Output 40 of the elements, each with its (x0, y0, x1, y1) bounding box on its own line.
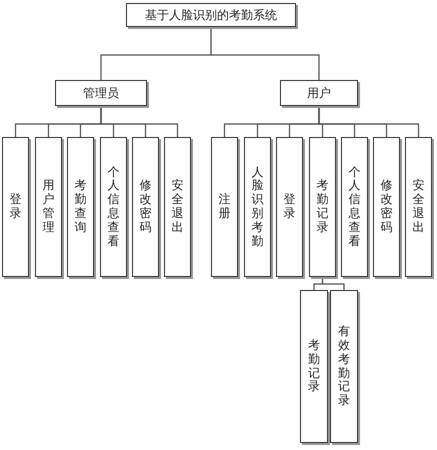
node-label: 安全退出 (172, 179, 184, 235)
node-label: 修改密码 (380, 179, 392, 235)
node-label: 登录 (284, 193, 296, 221)
function-box (164, 137, 191, 277)
connector-line (318, 106, 420, 137)
function-box (300, 290, 328, 443)
function-box (211, 137, 238, 277)
function-box (2, 137, 29, 277)
node-label: 注册 (218, 193, 230, 221)
node-label: 安全退出 (412, 179, 424, 235)
function-box (132, 137, 159, 277)
function-box (276, 137, 303, 277)
module-box (280, 80, 358, 106)
connector-line (100, 106, 178, 137)
node-label: 考勤记录 (316, 179, 328, 235)
node-label: 个人信息查看 (108, 166, 120, 248)
node-label: 用户管理 (42, 179, 54, 235)
function-box (244, 137, 271, 277)
node-label: 人脸识别考勤 (252, 166, 264, 248)
node-label: 管理员 (83, 84, 119, 102)
node-label: 用户 (307, 84, 331, 102)
connector-line (210, 27, 320, 80)
node-label: 个人信息查看 (348, 166, 360, 248)
node-label: 有效考勤记录 (338, 325, 350, 408)
function-box (405, 137, 432, 277)
function-box (341, 137, 368, 277)
node-label: 考勤查询 (74, 179, 86, 235)
connector-line (322, 277, 345, 290)
function-box (330, 290, 358, 443)
module-box (126, 3, 296, 27)
node-label: 登录 (10, 193, 22, 221)
function-box (100, 137, 127, 277)
node-label: 修改密码 (140, 179, 152, 235)
module-box (55, 80, 147, 106)
node-label: 考勤记录 (308, 338, 320, 394)
function-box (67, 137, 94, 277)
function-box (309, 137, 336, 277)
function-box (35, 137, 62, 277)
function-box (373, 137, 400, 277)
node-label: 基于人脸识别的考勤系统 (145, 6, 277, 24)
